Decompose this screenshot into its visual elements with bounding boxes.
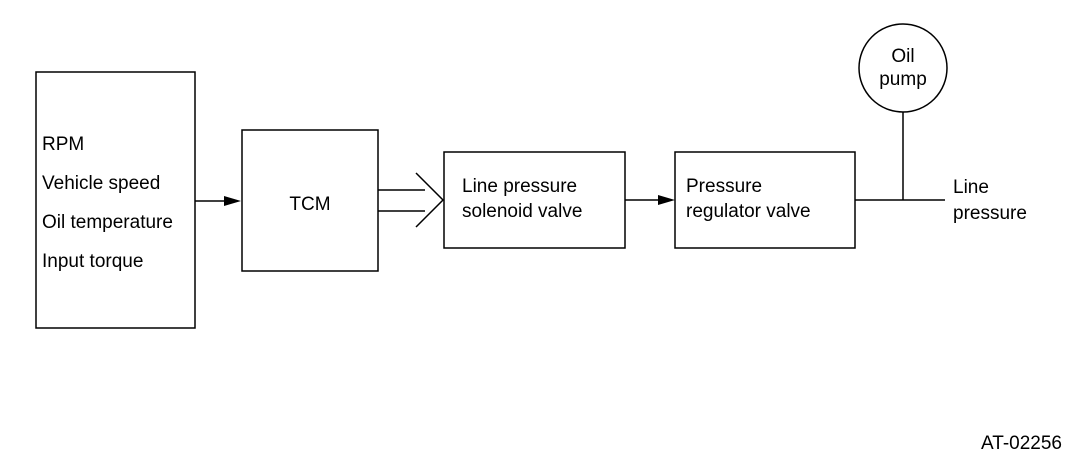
- line-pressure-output-label: Line pressure: [953, 177, 1027, 224]
- tcm-box: [241, 129, 379, 272]
- solenoid-valve-box: [443, 151, 626, 249]
- regulator-valve-label-line2: regulator valve: [686, 201, 811, 222]
- arrow-solenoid-to-regulator: [625, 195, 675, 205]
- input-torque-label: Input torque: [42, 251, 143, 272]
- regulator-valve-block: Pressure regulator valve: [674, 151, 856, 249]
- regulator-valve-box: [674, 151, 856, 249]
- oil-pump-circle: [858, 23, 948, 113]
- tcm-block: TCM: [241, 129, 379, 272]
- output-line: [855, 112, 945, 201]
- tcm-label: TCM: [289, 194, 330, 215]
- solenoid-valve-block: Line pressure solenoid valve: [443, 151, 626, 249]
- arrow-inputs-to-tcm: [195, 196, 241, 206]
- solenoid-valve-label-line1: Line pressure: [462, 176, 577, 197]
- oil-pump-block: Oil pump: [858, 23, 948, 113]
- oil-pump-label-line2: pump: [879, 69, 927, 90]
- output-label-line1: Line: [953, 177, 989, 198]
- input-vehicle-speed-label: Vehicle speed: [42, 173, 160, 194]
- input-rpm-label: RPM: [42, 134, 84, 155]
- input-signals-box: [35, 71, 196, 329]
- signal-arrow-tcm-to-solenoid: [378, 172, 445, 228]
- output-label-line2: pressure: [953, 203, 1027, 224]
- input-oil-temperature-label: Oil temperature: [42, 212, 173, 233]
- regulator-valve-label-line1: Pressure: [686, 176, 762, 197]
- input-signals-block: RPM Vehicle speed Oil temperature Input …: [35, 71, 196, 329]
- figure-code: AT-02256: [981, 433, 1062, 454]
- solenoid-valve-label-line2: solenoid valve: [462, 201, 582, 222]
- oil-pump-label-line1: Oil: [891, 46, 914, 67]
